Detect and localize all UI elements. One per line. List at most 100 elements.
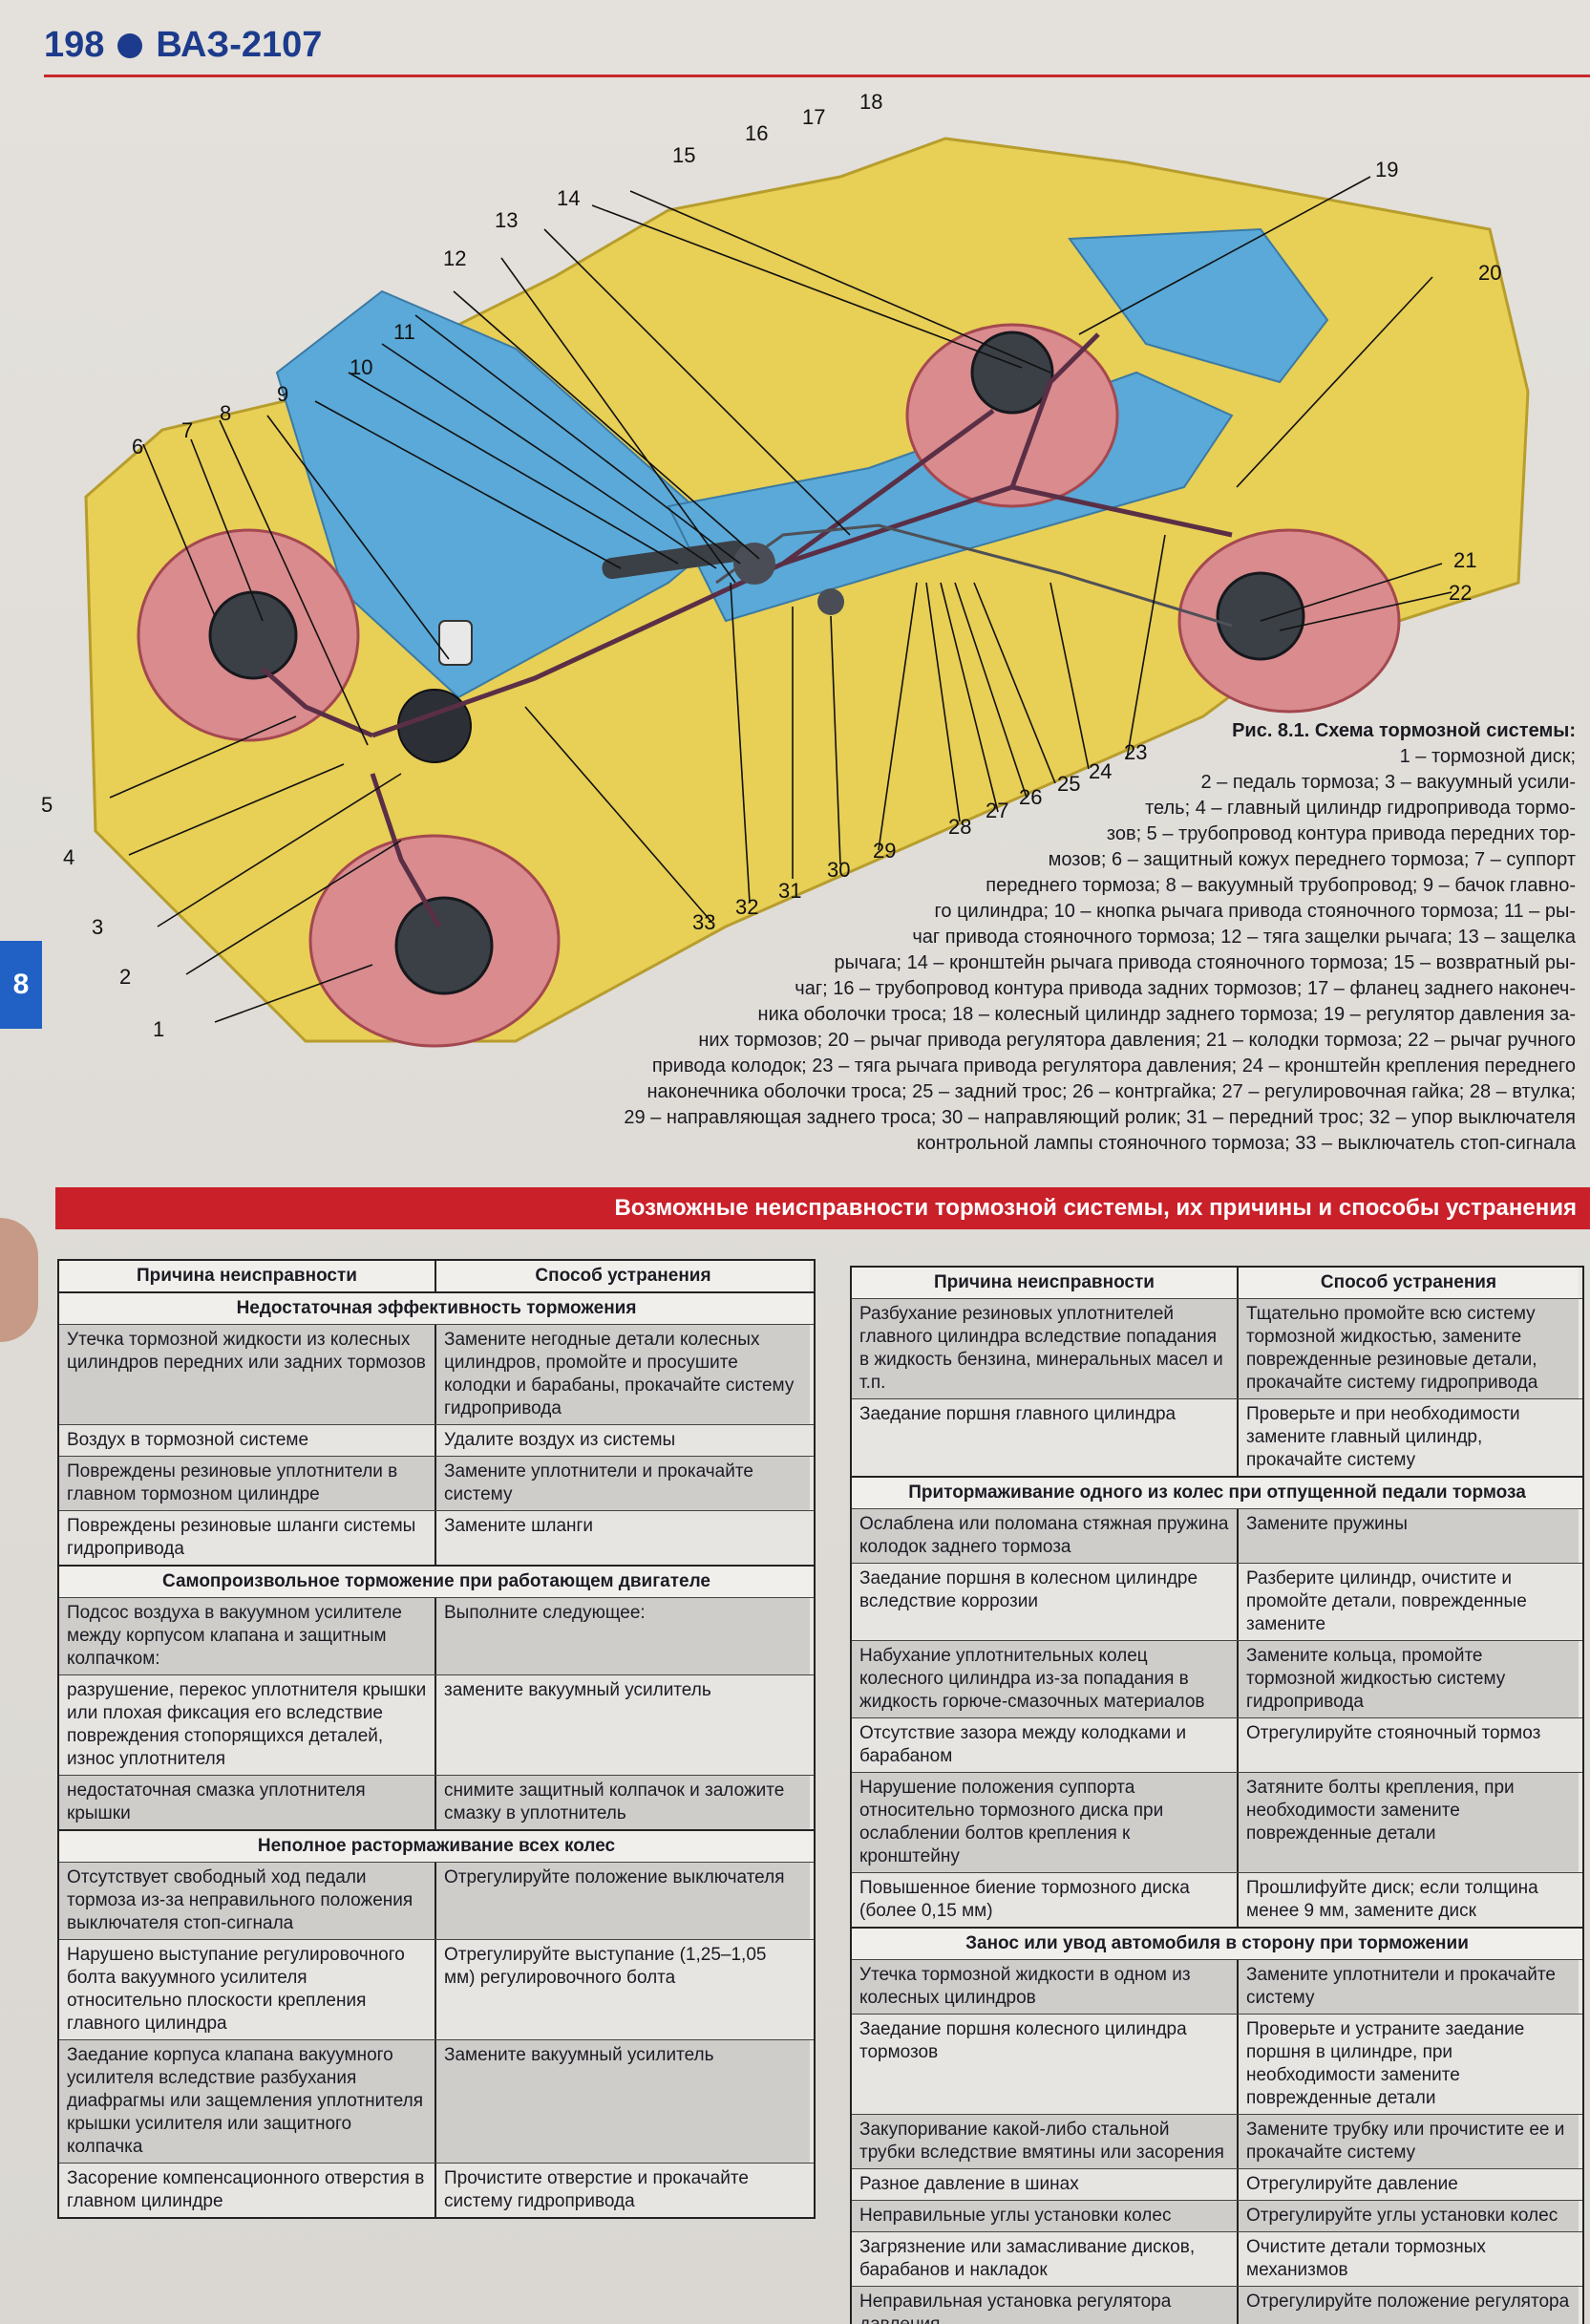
section-title: Недостаточная эффективность торможения — [59, 1291, 814, 1324]
table-row: Заедание поршня в колесном цилиндре всле… — [852, 1563, 1582, 1640]
cause-cell: Ослаблена или поломана стяжная пружина к… — [852, 1509, 1239, 1563]
caption-line: 29 – направляющая заднего троса; 30 – на… — [624, 1107, 1576, 1128]
cause-cell: Неправильная установка регулятора давлен… — [852, 2287, 1239, 2324]
fix-cell: Замените уплотнители и прокачайте систем… — [436, 1457, 810, 1510]
caption-line: привода колодок; 23 – тяга рычага привод… — [651, 1055, 1576, 1077]
cause-cell: Набухание уплотнительных колец колесного… — [852, 1641, 1239, 1717]
callout-leaders — [109, 176, 1452, 1023]
cause-cell: Повреждены резиновые уплотнители в главн… — [59, 1457, 436, 1510]
callout-17: 17 — [802, 105, 826, 129]
callout-15: 15 — [672, 143, 696, 167]
callout-8: 8 — [220, 401, 232, 425]
fix-cell: Прочистите отверстие и прокачайте систем… — [436, 2164, 810, 2217]
caption-line: 1 – тормозной диск; — [1399, 746, 1576, 767]
table-row: Подсос воздуха в вакуумном усилителе меж… — [59, 1597, 814, 1674]
rear-right-drum — [1216, 571, 1305, 661]
fix-cell: Проверьте и устраните заедание поршня в … — [1239, 2015, 1579, 2114]
cause-cell: Повышенное биение тормозного диска (боле… — [852, 1873, 1239, 1927]
banner-title: Возможные неисправности тормозной систем… — [614, 1195, 1577, 1221]
cause-cell: Нарушено выступание регулировочного болт… — [59, 1940, 436, 2039]
fix-cell: Отрегулируйте давление — [1239, 2169, 1579, 2200]
fix-cell: Замените кольца, промойте тормозной жидк… — [1239, 1641, 1579, 1717]
table-row: Заедание поршня колесного цилиндра тормо… — [852, 2014, 1582, 2114]
table-row: Утечка тормозной жидкости в одном из кол… — [852, 1959, 1582, 2014]
figure-caption: Рис. 8.1. Схема тормозной системы: 1 – т… — [573, 718, 1576, 1157]
caption-line: контрольной лампы стояночного тормоза; 3… — [916, 1133, 1576, 1154]
section-title: Занос или увод автомобиля в сторону при … — [852, 1927, 1582, 1959]
cause-cell: Утечка тормозной жидкости в одном из кол… — [852, 1960, 1239, 2014]
table-row: Повреждены резиновые уплотнители в главн… — [59, 1456, 814, 1510]
bullet-dot-icon — [117, 32, 143, 58]
callout-30: 30 — [827, 858, 851, 882]
rear-left-drum — [970, 330, 1054, 415]
lever-bracket — [733, 543, 775, 585]
callout-13: 13 — [495, 208, 519, 232]
chapter-tab: 8 — [0, 941, 42, 1029]
caption-line: 2 – педаль тормоза; 3 – вакуумный усили- — [1200, 772, 1576, 793]
caption-line: го цилиндра; 10 – кнопка рычага привода … — [934, 901, 1576, 922]
callout-32: 32 — [735, 895, 759, 919]
callout-28: 28 — [948, 815, 972, 839]
caption-line: мозов; 6 – защитный кожух переднего торм… — [1048, 849, 1576, 870]
caption-line: наконечника оболочки троса; 25 – задний … — [647, 1081, 1576, 1102]
fix-cell: замените вакуумный усилитель — [436, 1675, 810, 1775]
cause-cell: Отсутствие зазора между колодками и бара… — [852, 1718, 1239, 1772]
callout-23: 23 — [1124, 740, 1148, 764]
table-row: Утечка тормозной жидкости из колесных ци… — [59, 1324, 814, 1424]
fix-cell: Отрегулируйте положение выключателя — [436, 1863, 810, 1939]
header-fix: Способ устранения — [436, 1261, 810, 1291]
header-rule — [44, 75, 1590, 77]
book-title: ВАЗ-2107 — [156, 25, 323, 65]
section-banner: Возможные неисправности тормозной систем… — [55, 1187, 1590, 1229]
fix-cell: Отрегулируйте выступание (1,25–1,05 мм) … — [436, 1940, 810, 2039]
cause-cell: Утечка тормозной жидкости из колесных ци… — [59, 1325, 436, 1424]
caption-line: них тормозов; 20 – рычаг привода регулят… — [698, 1030, 1576, 1051]
front-right-disc — [394, 896, 494, 995]
header-fix: Способ устранения — [1239, 1268, 1579, 1298]
cause-cell: Отсутствует свободный ход педали тормоза… — [59, 1863, 436, 1939]
table-row: Отсутствует свободный ход педали тормоза… — [59, 1862, 814, 1939]
fluid-reservoir — [438, 620, 473, 666]
table-row: Загрязнение или замасливание дисков, бар… — [852, 2231, 1582, 2286]
section-title: Притормаживание одного из колес при отпу… — [852, 1476, 1582, 1508]
fix-cell: Отрегулируйте стояночный тормоз — [1239, 1718, 1579, 1772]
fix-cell: Замените уплотнители и прокачайте систем… — [1239, 1960, 1579, 2014]
table-row: Повреждены резиновые шланги системы гидр… — [59, 1510, 814, 1565]
cause-cell: Загрязнение или замасливание дисков, бар… — [852, 2232, 1239, 2286]
callout-12: 12 — [443, 246, 467, 270]
callout-27: 27 — [986, 799, 1009, 822]
table-row: Нарушение положения суппорта относительн… — [852, 1772, 1582, 1872]
cause-cell: Неправильные углы установки колес — [852, 2201, 1239, 2231]
fix-cell: Тщательно промойте всю систему тормозной… — [1239, 1299, 1579, 1398]
cause-cell: Закупоривание какой-либо стальной трубки… — [852, 2115, 1239, 2168]
callout-19: 19 — [1375, 158, 1399, 181]
callout-1: 1 — [153, 1017, 165, 1041]
cause-cell: Подсос воздуха в вакуумном усилителе меж… — [59, 1598, 436, 1674]
cause-cell: Разбухание резиновых уплотнителей главно… — [852, 1299, 1239, 1398]
callout-31: 31 — [778, 879, 802, 903]
callout-7: 7 — [181, 418, 194, 442]
callout-10: 10 — [350, 355, 373, 379]
fix-cell: Замените вакуумный усилитель — [436, 2040, 810, 2163]
cause-cell: Засорение компенсационного отверстия в г… — [59, 2164, 436, 2217]
caption-line: тель; 4 – главный цилиндр гидропривода т… — [1145, 798, 1576, 819]
callout-4: 4 — [63, 845, 75, 869]
brake-lines — [261, 332, 1233, 928]
callout-11: 11 — [393, 320, 415, 344]
header-cause: Причина неисправности — [59, 1261, 436, 1291]
cause-cell: разрушение, перекос уплотнителя крышки и… — [59, 1675, 436, 1775]
fix-cell: снимите защитный колпачок и заложите сма… — [436, 1776, 810, 1829]
car-roof-window — [1068, 227, 1329, 384]
callout-9: 9 — [277, 382, 289, 406]
fix-cell: Замените негодные детали колесных цилинд… — [436, 1325, 810, 1424]
callout-20: 20 — [1478, 261, 1502, 285]
cause-cell: Заедание поршня колесного цилиндра тормо… — [852, 2015, 1239, 2114]
fix-cell: Отрегулируйте положение регулятора — [1239, 2287, 1579, 2324]
callout-24: 24 — [1089, 759, 1113, 783]
callout-21: 21 — [1453, 548, 1477, 572]
